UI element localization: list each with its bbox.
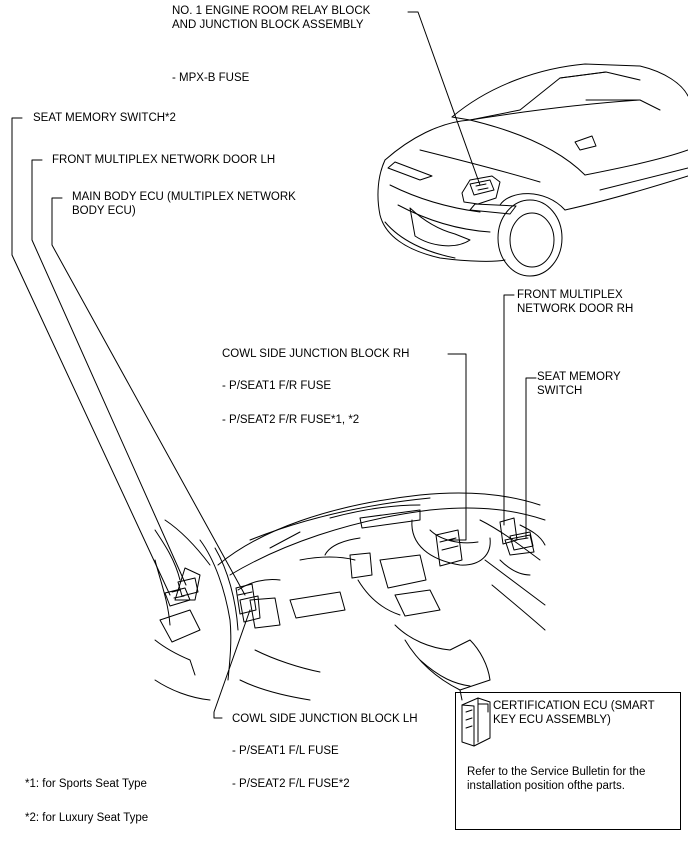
leader-seat-memory-lh (11, 117, 171, 596)
certification-ecu-label: CERTIFICATION ECU (SMART KEY ECU ASSEMBL… (493, 700, 655, 726)
relay-block-label: NO. 1 ENGINE ROOM RELAY BLOCK AND JUNCTI… (172, 5, 371, 31)
leader-cowl-lh (213, 609, 251, 719)
leader-seat-memory-rh (525, 377, 537, 539)
leader-cert-ecu (477, 703, 489, 713)
cowl-rh-fuse2-label: - P/SEAT2 F/R FUSE*1, *2 (222, 414, 360, 426)
front-door-lh-label: FRONT MULTIPLEX NETWORK DOOR LH (52, 154, 276, 166)
certification-ecu-note-box (455, 692, 681, 830)
footnote-2: *2: for Luxury Seat Type (25, 812, 149, 824)
dashboard-interior-icon (154, 492, 546, 701)
rh-cowl-junction-block-icon (435, 529, 463, 567)
lh-seat-memory-switch-icon (164, 587, 191, 607)
main-body-ecu-icon (235, 583, 257, 615)
cowl-lh-label: COWL SIDE JUNCTION BLOCK LH (232, 713, 418, 725)
lh-cowl-junction-block-icon (239, 595, 261, 623)
front-door-rh-label: FRONT MULTIPLEX NETWORK DOOR RH (517, 289, 634, 315)
main-body-ecu-label: MAIN BODY ECU (MULTIPLEX NETWORK BODY EC… (72, 191, 296, 217)
relay-block-icon (461, 175, 501, 205)
leader-main-body-ecu (51, 197, 246, 596)
leader-door-lh (31, 159, 187, 586)
service-bulletin-note: Refer to the Service Bulletin for the in… (467, 766, 646, 792)
rh-door-module-icon (499, 517, 518, 545)
cowl-rh-label: COWL SIDE JUNCTION BLOCK RH (222, 348, 410, 360)
cowl-lh-fuse2-label: - P/SEAT2 F/L FUSE*2 (232, 778, 350, 790)
seat-memory-switch-lh-label: SEAT MEMORY SWITCH*2 (33, 112, 176, 124)
seat-memory-switch-rh-label: SEAT MEMORY SWITCH (537, 371, 621, 397)
leader-relay-block (407, 11, 481, 186)
footnote-1: *1: for Sports Seat Type (25, 778, 147, 790)
cowl-lh-fuse1-label: - P/SEAT1 F/L FUSE (232, 745, 339, 757)
lh-door-module-icon (177, 577, 199, 597)
car-front-three-quarter-icon (377, 63, 688, 277)
leader-cowl-rh (447, 353, 467, 541)
leader-door-rh (503, 294, 515, 526)
relay-block-fuse-label: - MPX-B FUSE (172, 72, 250, 84)
ecu-module-icon (461, 697, 491, 747)
cowl-rh-fuse1-label: - P/SEAT1 F/R FUSE (222, 380, 332, 392)
